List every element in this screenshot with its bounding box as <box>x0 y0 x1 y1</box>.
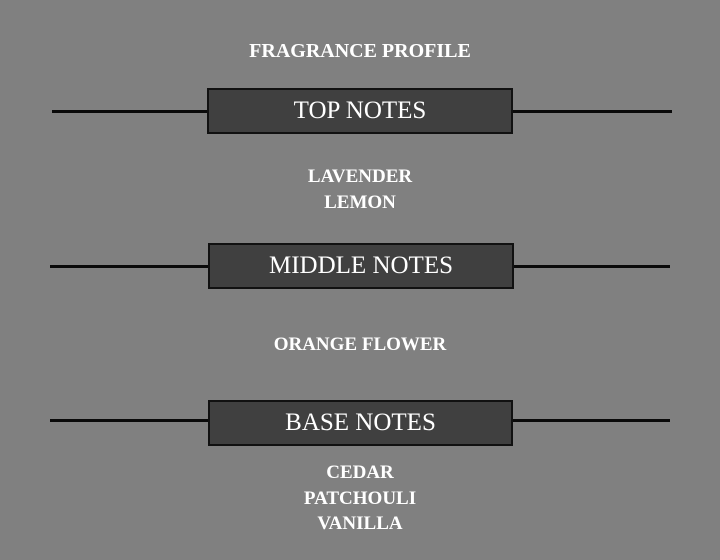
page-title: FRAGRANCE PROFILE <box>249 40 471 62</box>
note-item: VANILLA <box>317 513 403 534</box>
top-notes-list: LAVENDER LEMON <box>0 164 720 215</box>
note-item: PATCHOULI <box>303 487 417 509</box>
section-label: MIDDLE NOTES <box>268 252 453 279</box>
section-label: TOP NOTES <box>293 97 427 124</box>
note-item: ORANGE FLOWER <box>273 334 447 355</box>
note-item: LAVENDER <box>307 166 413 187</box>
base-notes-list: CEDAR PATCHOULI VANILLA <box>0 460 720 537</box>
note-item: CEDAR <box>326 462 394 483</box>
section-header-base-notes: BASE NOTES <box>208 400 513 446</box>
section-header-top-notes: TOP NOTES <box>207 88 513 134</box>
section-label: BASE NOTES <box>285 409 436 436</box>
section-header-middle-notes: MIDDLE NOTES <box>208 243 514 289</box>
middle-notes-list: ORANGE FLOWER <box>0 332 720 358</box>
note-item: LEMON <box>324 191 396 213</box>
